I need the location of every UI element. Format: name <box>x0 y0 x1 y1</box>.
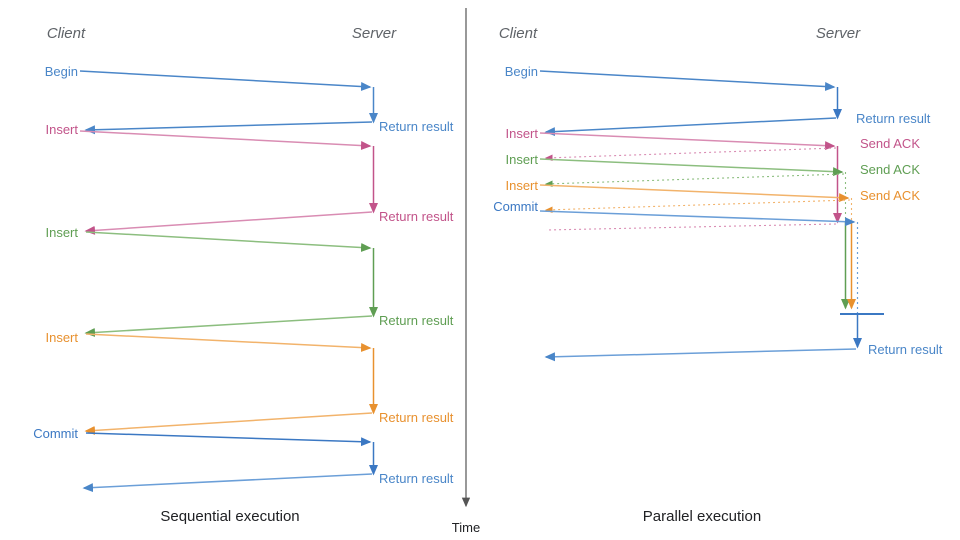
client-label-insert-2: Insert <box>45 225 78 240</box>
arrow-insert2-request <box>85 231 372 252</box>
message-commit: Commit Return result <box>33 426 454 493</box>
message-insert-2: Insert Return result <box>45 225 454 337</box>
server-label-return-result-5: Return result <box>379 471 454 486</box>
panel-sequential: Client Server Begin Return result Insert… <box>33 25 454 525</box>
server-label-send-ack-1: Send ACK <box>860 136 920 151</box>
server-label-send-ack-3: Send ACK <box>860 188 920 203</box>
arrow-begin-request <box>79 70 372 91</box>
arrow-insert2-response <box>84 315 373 337</box>
message-insert-2-parallel: Insert Send ACK <box>505 152 920 310</box>
server-label-return-result-1: Return result <box>379 119 454 134</box>
server-label-return-result-parallel-2: Return result <box>868 342 943 357</box>
client-label-insert-3: Insert <box>45 330 78 345</box>
arrow-begin-response-parallel <box>544 117 837 137</box>
arrow-commit-response-parallel <box>544 348 857 362</box>
lane-title-server-parallel: Server <box>816 25 861 42</box>
time-axis: Time <box>452 8 480 535</box>
arrow-begin-response <box>84 121 373 135</box>
client-label-commit-parallel: Commit <box>493 199 538 214</box>
client-label-insert-3-parallel: Insert <box>505 178 538 193</box>
message-insert-3-parallel: Insert Send ACK <box>505 178 920 310</box>
message-commit-parallel: Commit Return result <box>493 199 943 362</box>
arrow-commit-request <box>85 432 372 447</box>
arrow-insert1-ack-parallel <box>544 147 837 162</box>
message-insert-3: Insert Return result <box>45 330 454 435</box>
arrow-commit-response <box>82 473 373 493</box>
arrow-insert1-request <box>79 130 372 151</box>
server-label-return-result-2: Return result <box>379 209 454 224</box>
client-label-begin: Begin <box>45 64 78 79</box>
caption-sequential: Sequential execution <box>160 508 299 525</box>
server-label-return-result-parallel-1: Return result <box>856 111 931 126</box>
time-axis-label: Time <box>452 520 480 535</box>
arrow-insert3-request-parallel <box>539 184 850 203</box>
dotted-return-insert1-parallel <box>545 223 837 231</box>
arrow-begin-request-parallel <box>539 70 836 92</box>
arrow-insert1-request-parallel <box>539 132 836 151</box>
lane-title-client: Client <box>47 25 86 42</box>
arrow-insert2-request-parallel <box>539 158 844 177</box>
arrow-commit-request-parallel <box>539 210 856 227</box>
message-insert-1: Insert Return result <box>45 122 454 235</box>
client-label-insert-1-parallel: Insert <box>505 126 538 141</box>
client-label-commit: Commit <box>33 426 78 441</box>
server-label-send-ack-2: Send ACK <box>860 162 920 177</box>
lane-title-client-parallel: Client <box>499 25 538 42</box>
panel-parallel: Client Server Begin Return result Insert… <box>493 25 943 525</box>
message-insert-1-parallel: Insert Send ACK <box>505 126 920 231</box>
arrow-insert2-ack-parallel <box>544 173 845 188</box>
client-label-insert-1: Insert <box>45 122 78 137</box>
client-label-begin-parallel: Begin <box>505 64 538 79</box>
arrow-insert3-response <box>84 412 373 435</box>
client-label-insert-2-parallel: Insert <box>505 152 538 167</box>
arrow-insert3-ack-parallel <box>544 199 851 214</box>
server-label-return-result-4: Return result <box>379 410 454 425</box>
caption-parallel: Parallel execution <box>643 508 761 525</box>
server-label-return-result-3: Return result <box>379 313 454 328</box>
arrow-insert3-request <box>85 333 372 353</box>
arrow-insert1-response <box>84 211 373 235</box>
lane-title-server: Server <box>352 25 397 42</box>
message-begin-parallel: Begin Return result <box>505 64 931 137</box>
message-begin: Begin Return result <box>45 64 454 135</box>
